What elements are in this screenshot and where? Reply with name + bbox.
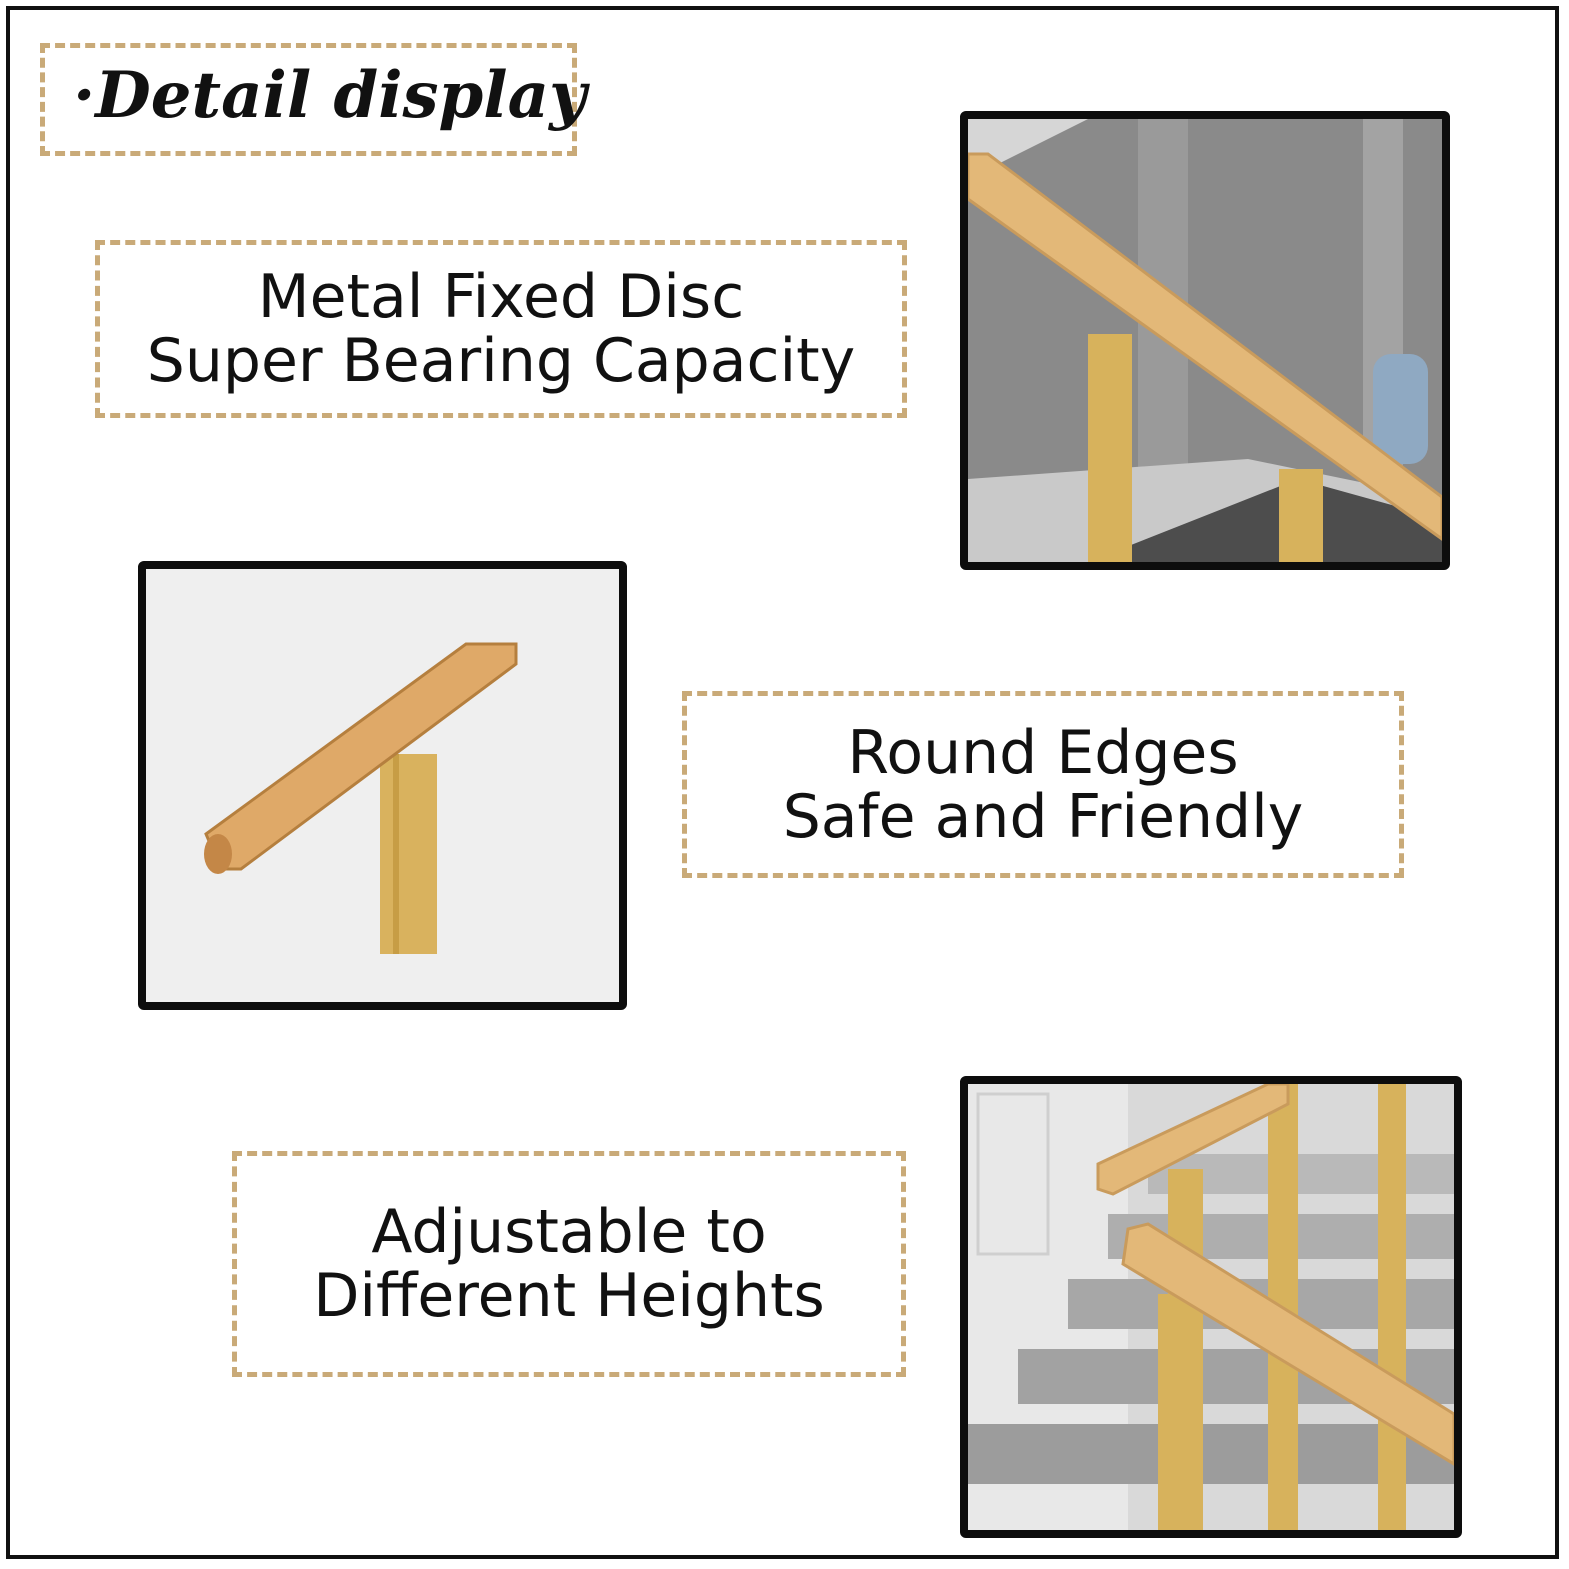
feature-subtitle: Different Heights — [313, 1261, 825, 1331]
handrail-wall-photo — [960, 111, 1450, 570]
stair-handrails-photo — [960, 1076, 1462, 1538]
feature-box-bearing: Metal Fixed Disc Super Bearing Capacity — [95, 240, 907, 418]
handrail-closeup-photo — [138, 561, 627, 1010]
feature-title: Adjustable to — [371, 1197, 767, 1267]
feature-title: Metal Fixed Disc — [257, 262, 745, 332]
feature-title: Round Edges — [847, 717, 1239, 788]
feature-box-heights: Adjustable to Different Heights — [232, 1151, 906, 1377]
section-heading-box: ·Detail display — [40, 43, 586, 156]
feature-box-edges: Round Edges Safe and Friendly — [682, 691, 1404, 878]
feature-subtitle: Super Bearing Capacity — [146, 326, 856, 396]
section-heading: ·Detail display — [73, 58, 587, 133]
feature-subtitle: Safe and Friendly — [782, 781, 1304, 852]
